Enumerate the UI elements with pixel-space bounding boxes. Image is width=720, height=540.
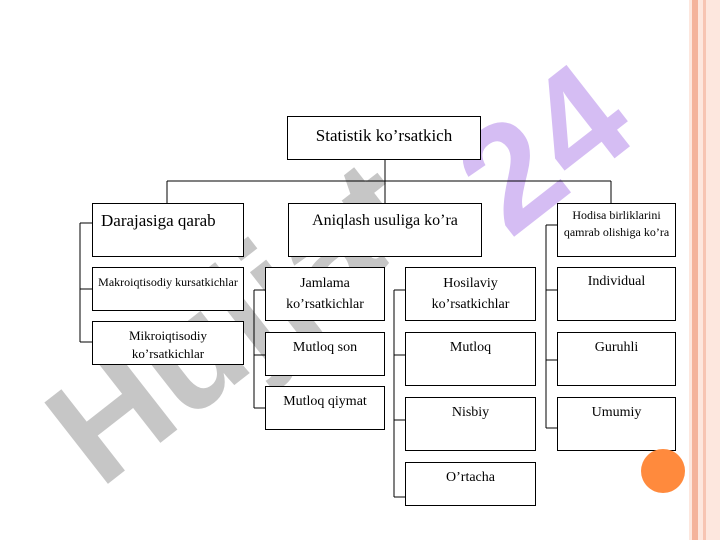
node-group-label: Guruhli <box>594 340 639 355</box>
node-summary-label: Jamlama ko’rsatkichlar <box>286 276 364 312</box>
node-average: O’rtacha <box>405 462 536 506</box>
node-method: Aniqlash usuliga ko’ra <box>288 203 482 257</box>
node-individual-label: Individual <box>587 274 646 289</box>
node-general-label: Umumiy <box>591 405 642 420</box>
node-degree: Darajasiga qarab <box>92 203 244 257</box>
node-macro-label: Makroiqtisodiy kursatkichlar <box>98 275 238 289</box>
accent-dot <box>641 449 685 493</box>
node-summary: Jamlama ko’rsatkichlar <box>265 267 385 321</box>
node-relative: Nisbiy <box>405 397 536 451</box>
node-absolute-label: Mutloq <box>449 340 492 355</box>
node-root: Statistik ko’rsatkich <box>287 116 481 160</box>
border-stripe-thin <box>703 0 706 540</box>
node-absolute: Mutloq <box>405 332 536 386</box>
node-absolute-value: Mutloq qiymat <box>265 386 385 430</box>
node-coverage: Hodisa birliklarini qamrab olishiga ko’r… <box>557 203 676 257</box>
node-individual: Individual <box>557 267 676 321</box>
node-absolute-number: Mutloq son <box>265 332 385 376</box>
node-micro-label: Mikroiqtisodiy ko’rsatkichlar <box>128 328 207 361</box>
node-root-label: Statistik ko’rsatkich <box>315 126 453 145</box>
node-group: Guruhli <box>557 332 676 386</box>
border-stripe-inner <box>692 0 698 540</box>
node-absolute-value-label: Mutloq qiymat <box>283 394 367 409</box>
node-micro: Mikroiqtisodiy ko’rsatkichlar <box>92 321 244 365</box>
node-degree-label: Darajasiga qarab <box>101 211 216 230</box>
node-derived-label: Hosilaviy ko’rsatkichlar <box>431 276 510 312</box>
node-method-label: Aniqlash usuliga ko’ra <box>312 212 458 229</box>
node-derived: Hosilaviy ko’rsatkichlar <box>405 267 536 321</box>
node-average-label: O’rtacha <box>446 470 495 485</box>
node-coverage-label: Hodisa birliklarini qamrab olishiga ko’r… <box>563 208 670 240</box>
node-macro: Makroiqtisodiy kursatkichlar <box>92 267 244 311</box>
node-general: Umumiy <box>557 397 676 451</box>
node-absolute-number-label: Mutloq son <box>292 340 358 355</box>
node-relative-label: Nisbiy <box>451 405 490 420</box>
